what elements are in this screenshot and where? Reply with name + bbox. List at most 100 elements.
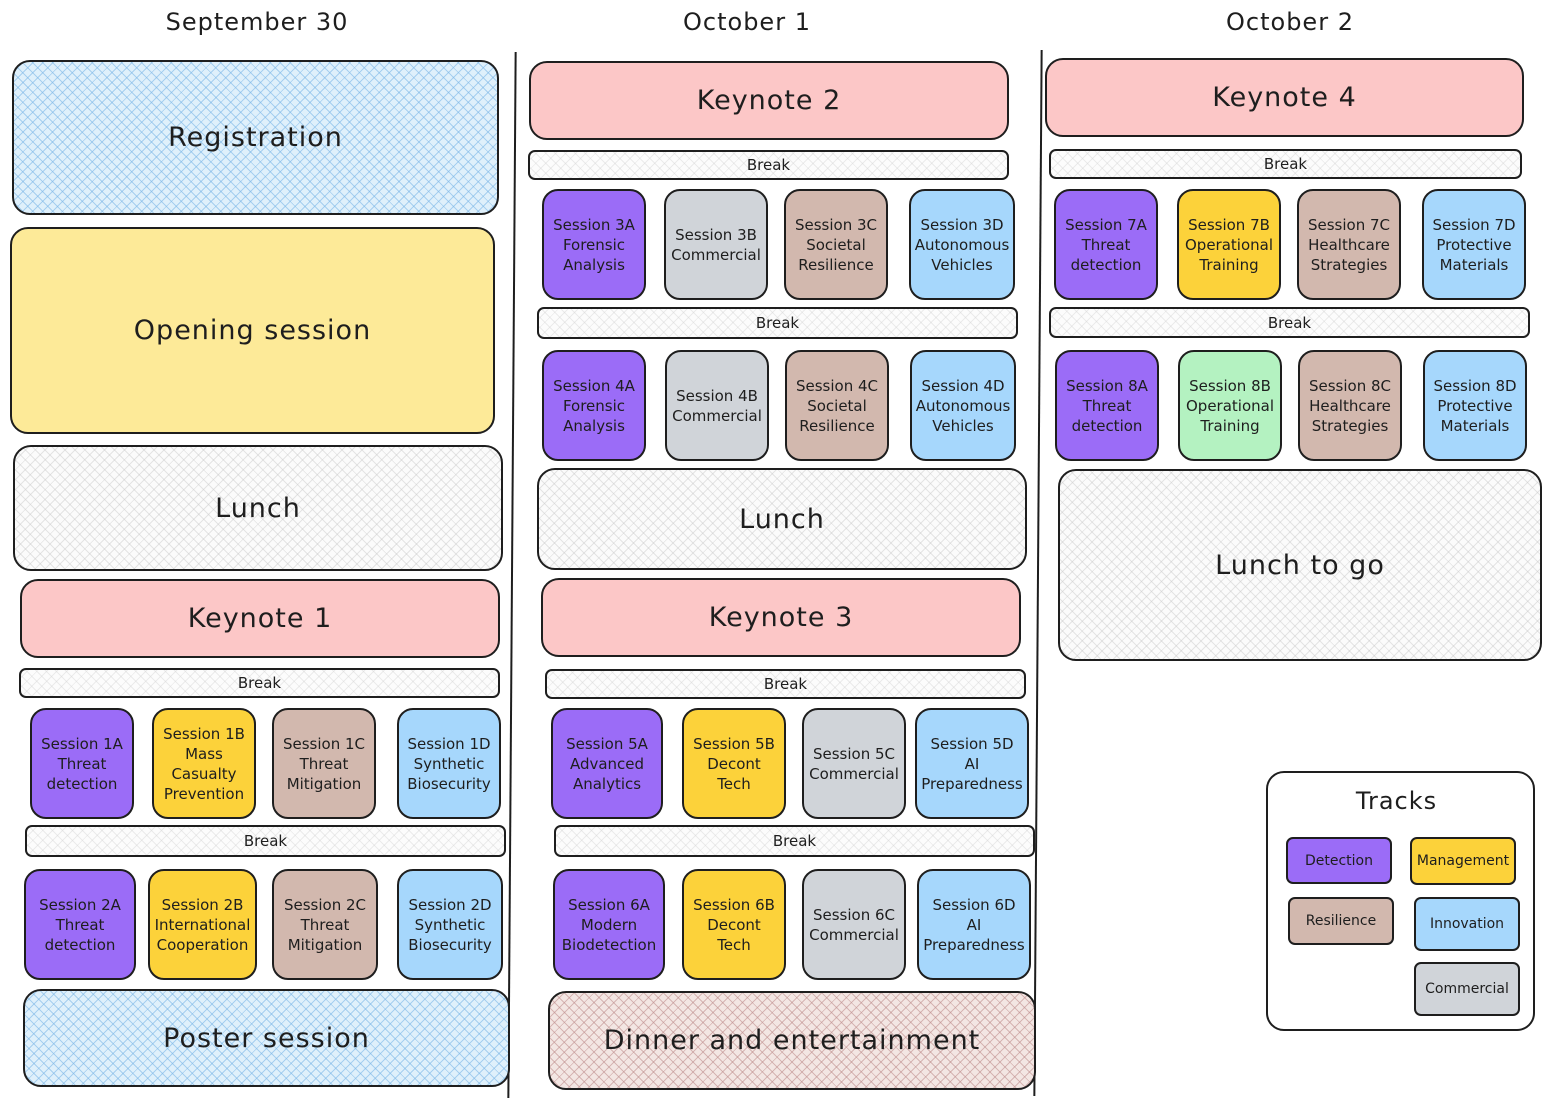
session-topic: Healthcare xyxy=(1308,235,1390,254)
lunch-block: Lunch xyxy=(13,445,503,571)
keynote-2-block: Keynote 2 xyxy=(529,61,1009,140)
session-topic: Societal xyxy=(807,396,867,415)
session-topic: Commercial xyxy=(809,925,899,944)
legend-item-innovation: Innovation xyxy=(1414,897,1520,951)
session-topic: Threat xyxy=(57,754,107,773)
legend-title: Tracks xyxy=(1355,787,1438,815)
session-topic: Vehicles xyxy=(931,255,993,274)
session-topic: Tech xyxy=(717,774,751,793)
session-code: Session 2C xyxy=(283,895,367,914)
session-code: Session 1C xyxy=(282,734,366,753)
session-code: Session 3B xyxy=(675,225,757,244)
session-code: Session 4A xyxy=(553,376,635,395)
session-code: Session 4B xyxy=(676,386,758,405)
session-topic: Training xyxy=(1199,255,1259,274)
poster-session-block: Poster session xyxy=(23,989,510,1087)
session-topic: Protective xyxy=(1437,396,1513,415)
break-bar: Break xyxy=(1049,307,1530,338)
session-topic: Autonomous xyxy=(914,235,1010,254)
column-divider xyxy=(507,52,517,1098)
session-topic: Threat xyxy=(1082,396,1132,415)
session-topic: Prevention xyxy=(163,784,245,803)
session-code: Session 3D xyxy=(920,215,1004,234)
session-topic: Vehicles xyxy=(932,416,994,435)
break-bar: Break xyxy=(545,669,1026,699)
session-code: Session 7D xyxy=(1432,215,1516,234)
session-topic: detection xyxy=(46,774,118,793)
session-topic: Mitigation xyxy=(286,774,362,793)
day-title-oct2: October 2 xyxy=(1226,8,1354,36)
dinner-block: Dinner and entertainment xyxy=(548,991,1036,1090)
session-code: Session 5D xyxy=(930,734,1014,753)
session-topic: Forensic xyxy=(562,235,626,254)
legend-item-management: Management xyxy=(1410,837,1516,885)
registration-block: Registration xyxy=(12,60,499,215)
session-topic: detection xyxy=(44,935,116,954)
session-code: Session 7C xyxy=(1307,215,1391,234)
day-title-sep30: September 30 xyxy=(165,8,349,36)
session-topic: Decont xyxy=(707,754,761,773)
session-code: Session 7B xyxy=(1188,215,1270,234)
session-code: Session 6C xyxy=(812,905,896,924)
session-topic: Societal xyxy=(806,235,866,254)
session-code: Session 6B xyxy=(693,895,775,914)
session-code: Session 3C xyxy=(794,215,878,234)
session-code: Session 5A xyxy=(566,734,648,753)
break-bar: Break xyxy=(554,825,1035,857)
session-code: Session 1B xyxy=(163,724,245,743)
session-topic: Biodetection xyxy=(561,935,657,954)
day-title-oct1: October 1 xyxy=(683,8,811,36)
session-topic: AI xyxy=(966,915,982,934)
session-code: Session 1D xyxy=(407,734,491,753)
session-topic: Tech xyxy=(717,935,751,954)
session-topic: Mitigation xyxy=(287,935,363,954)
session-topic: Preparedness xyxy=(921,774,1023,793)
session-code: Session 2A xyxy=(39,895,121,914)
session-code: Session 5C xyxy=(812,744,896,763)
legend-item-resilience: Resilience xyxy=(1288,897,1394,945)
session-topic: Operational xyxy=(1185,396,1274,415)
session-code: Session 6D xyxy=(932,895,1016,914)
session-topic: detection xyxy=(1071,416,1143,435)
session-topic: Decont xyxy=(707,915,761,934)
session-topic: Preparedness xyxy=(923,935,1025,954)
session-code: Session 4C xyxy=(795,376,879,395)
session-topic: Mass xyxy=(185,744,223,763)
keynote-3-block: Keynote 3 xyxy=(541,578,1021,657)
session-topic: Advanced xyxy=(569,754,645,773)
break-bar: Break xyxy=(1049,149,1522,179)
session-topic: Commercial xyxy=(671,245,761,264)
session-topic: Forensic xyxy=(562,396,626,415)
opening-session-block: Opening session xyxy=(10,227,495,434)
lunch-to-go-block: Lunch to go xyxy=(1058,469,1542,661)
session-topic: Casualty xyxy=(171,764,237,783)
session-topic: Strategies xyxy=(1310,255,1388,274)
session-code: Session 3A xyxy=(553,215,635,234)
session-code: Session 4D xyxy=(921,376,1005,395)
session-code: Session 2D xyxy=(408,895,492,914)
session-topic: Commercial xyxy=(672,406,762,425)
column-divider xyxy=(1033,50,1043,1096)
session-code: Session 7A xyxy=(1065,215,1147,234)
session-topic: Resilience xyxy=(799,416,875,435)
